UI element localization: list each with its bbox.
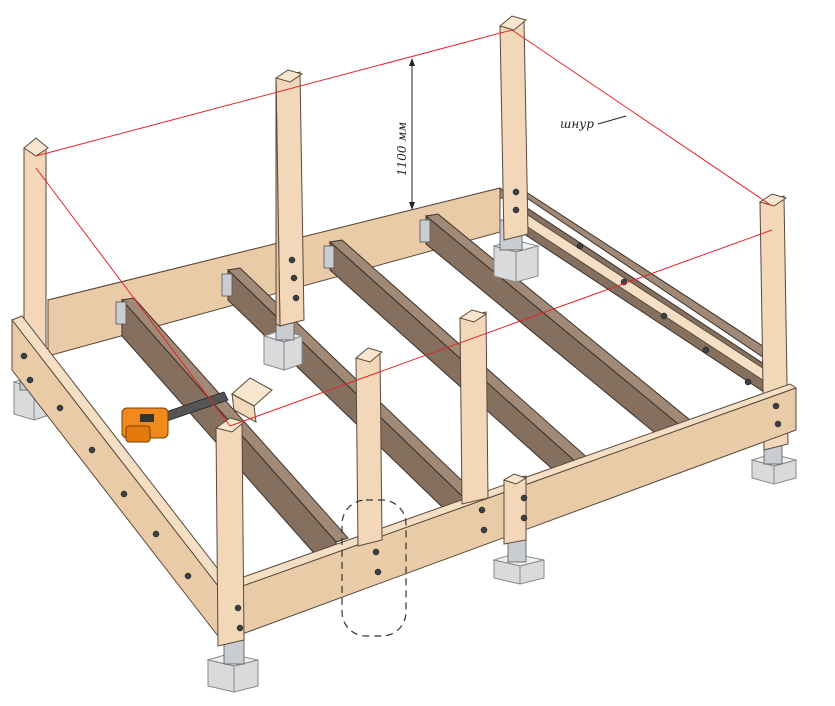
cut-post-piece: [231, 377, 273, 423]
post-front-center: [354, 347, 384, 547]
post-front-left: [214, 417, 246, 647]
cord-callout: шнур: [560, 115, 627, 131]
left-rim-board: [11, 315, 229, 638]
post-back-right: [498, 15, 529, 241]
pad-front-right: [750, 453, 798, 485]
height-dimension: 1100 мм: [395, 58, 415, 210]
right-rim-board: [513, 187, 779, 397]
post-front-mid-short: [502, 473, 528, 545]
height-label: 1100 мм: [395, 122, 409, 176]
hanger-bracket: [221, 273, 233, 297]
hanger-bracket: [323, 245, 335, 269]
hanger-bracket: [115, 301, 127, 325]
joist-hangers: [115, 219, 431, 325]
post-back-left: [23, 137, 49, 353]
cord-lines: [35, 29, 773, 427]
cord-label: шнур: [560, 117, 594, 131]
post-front-mid-tall: [458, 309, 489, 505]
post-front-right: [758, 193, 789, 451]
post-back-mid: [274, 69, 305, 327]
hanger-bracket: [419, 219, 431, 243]
chainsaw-icon: [121, 391, 229, 443]
detail-outline: [341, 499, 407, 637]
